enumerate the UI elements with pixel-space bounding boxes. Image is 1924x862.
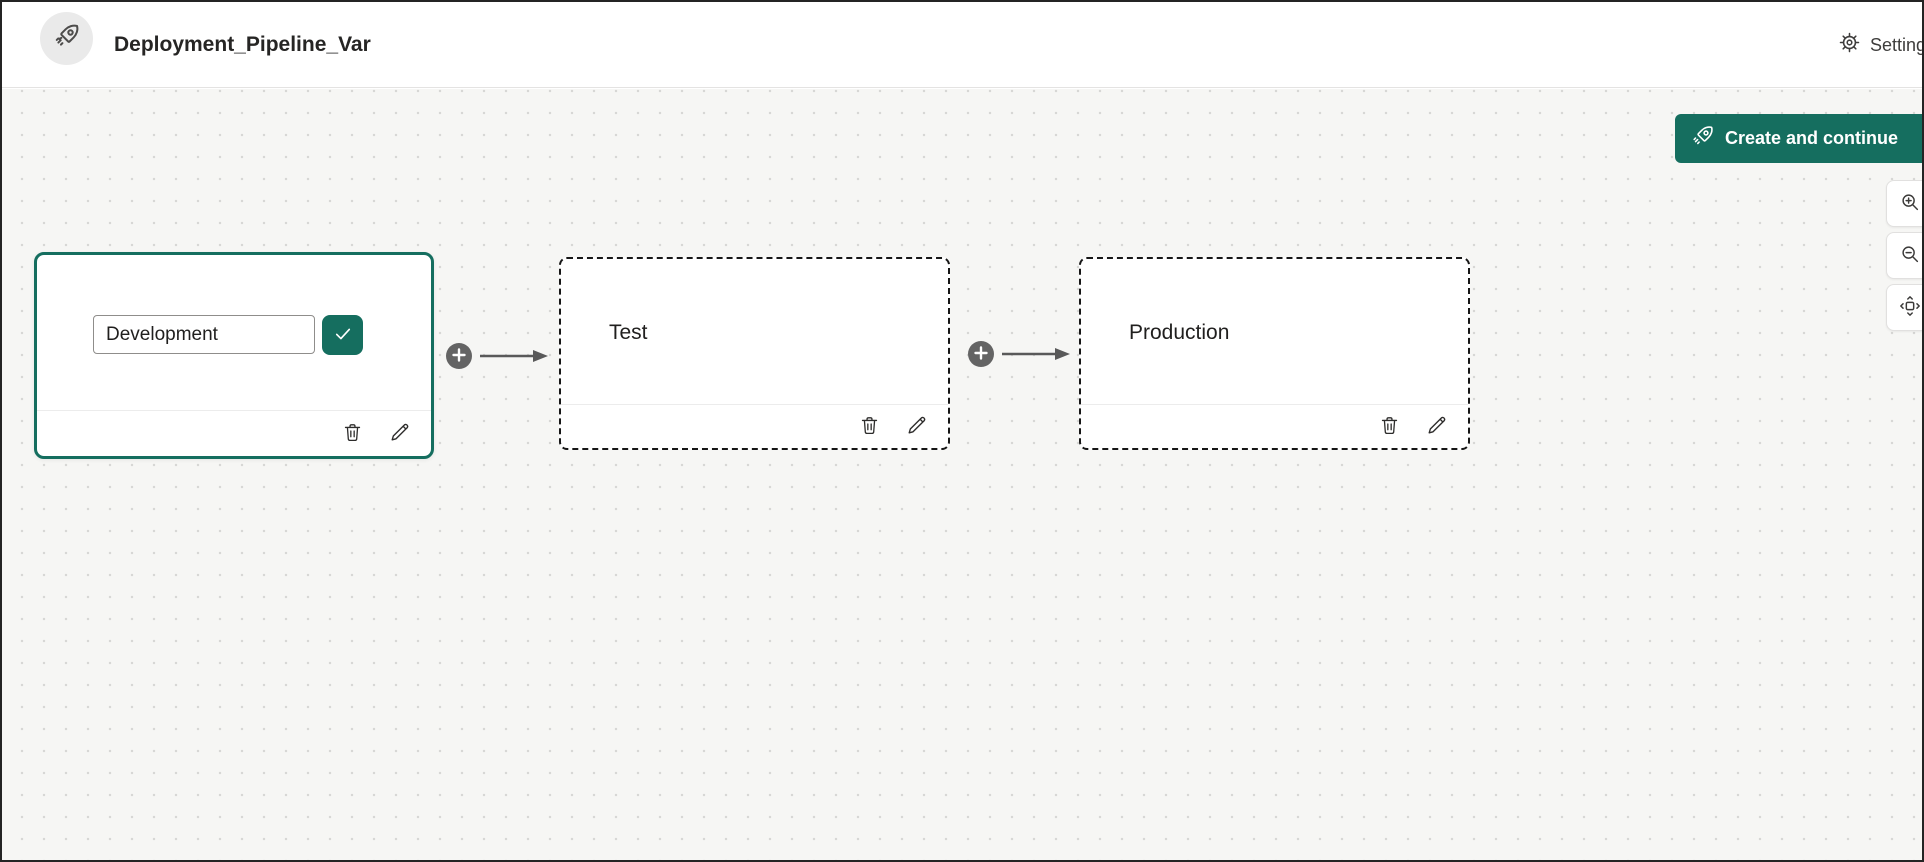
stage-name-input[interactable] <box>93 315 315 354</box>
connector-arrow <box>480 350 548 362</box>
stage-name-label: Test <box>609 321 648 344</box>
confirm-stage-name-button[interactable] <box>322 315 363 355</box>
settings-label: Settings <box>1870 34 1922 55</box>
delete-stage-button[interactable] <box>859 415 880 439</box>
stage-name-label: Production <box>1129 321 1230 344</box>
stage-card-production[interactable]: Production <box>1079 257 1470 450</box>
pipeline-canvas: Create and continue <box>2 89 1922 860</box>
plus-icon <box>451 347 467 366</box>
zoom-in-icon <box>1899 191 1921 216</box>
stage-card-development[interactable] <box>34 252 434 459</box>
zoom-out-button[interactable] <box>1886 232 1922 279</box>
trash-icon <box>859 415 880 439</box>
connector-arrow <box>1002 348 1070 360</box>
fit-to-view-button[interactable] <box>1886 284 1922 331</box>
fit-to-view-icon <box>1899 295 1921 320</box>
header: Deployment_Pipeline_Var Settings <box>2 2 1922 88</box>
delete-stage-button[interactable] <box>342 422 363 446</box>
pencil-icon <box>906 414 928 439</box>
pencil-icon <box>1426 414 1448 439</box>
checkmark-icon <box>333 324 353 347</box>
stage-card-footer <box>37 410 431 456</box>
stage-card-test[interactable]: Test <box>559 257 950 450</box>
stage-card-footer <box>561 404 948 448</box>
pipeline-avatar <box>40 12 93 65</box>
edit-stage-button[interactable] <box>1426 414 1448 439</box>
create-and-continue-button[interactable]: Create and continue <box>1675 114 1922 163</box>
rocket-icon <box>53 22 81 55</box>
add-stage-button[interactable] <box>968 341 994 367</box>
edit-stage-button[interactable] <box>389 421 411 446</box>
trash-icon <box>1379 415 1400 439</box>
rocket-icon <box>1691 124 1715 153</box>
trash-icon <box>342 422 363 446</box>
create-and-continue-label: Create and continue <box>1725 128 1899 148</box>
add-stage-button[interactable] <box>446 343 472 369</box>
stage-card-footer <box>1081 404 1468 448</box>
page-title: Deployment_Pipeline_Var <box>114 33 371 56</box>
pencil-icon <box>389 421 411 446</box>
gear-icon <box>1838 31 1861 59</box>
plus-icon <box>973 345 989 364</box>
settings-button[interactable]: Settings <box>1838 2 1922 88</box>
edit-stage-button[interactable] <box>906 414 928 439</box>
zoom-in-button[interactable] <box>1886 180 1922 227</box>
zoom-out-icon <box>1899 243 1921 268</box>
delete-stage-button[interactable] <box>1379 415 1400 439</box>
